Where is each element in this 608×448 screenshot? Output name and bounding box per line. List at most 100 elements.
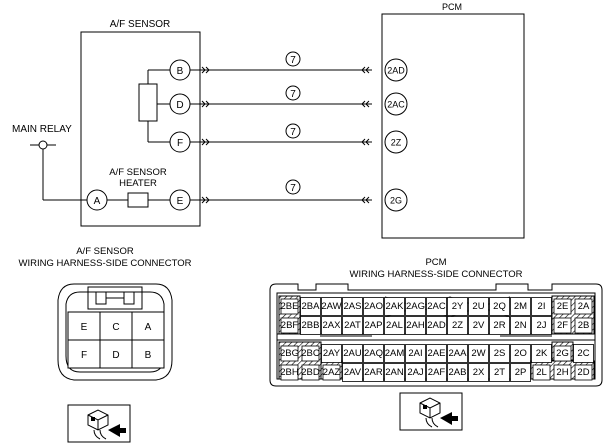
svg-text:7: 7 xyxy=(290,89,296,100)
svg-text:2AU: 2AU xyxy=(343,348,362,359)
pcm-connector-title-2: WIRING HARNESS-SIDE CONNECTOR xyxy=(350,269,523,280)
svg-text:2AX: 2AX xyxy=(323,320,342,331)
wire-e-2g: 7 xyxy=(190,179,372,204)
svg-text:2X: 2X xyxy=(473,367,485,378)
svg-text:2AY: 2AY xyxy=(323,348,341,359)
pcm-pin-2ay: 2AY xyxy=(321,344,342,363)
svg-text:7: 7 xyxy=(290,127,296,138)
af-pin-e: E xyxy=(67,311,101,341)
svg-text:2S: 2S xyxy=(494,348,506,359)
svg-text:F: F xyxy=(81,350,87,361)
pcm-terminal-2g: 2G xyxy=(384,188,408,212)
pcm-pin-2ak: 2AK xyxy=(384,297,405,316)
pcm-pin-2ai: 2AI xyxy=(405,344,426,363)
svg-text:F: F xyxy=(177,138,183,149)
svg-text:2G: 2G xyxy=(556,348,569,359)
pcm-pin-2ag: 2AG xyxy=(405,297,426,316)
sensor-terminal-d: D xyxy=(169,93,191,115)
svg-text:2BB: 2BB xyxy=(302,320,320,331)
af-pin-b: B xyxy=(131,339,165,369)
svg-text:2BD: 2BD xyxy=(301,367,320,378)
pcm-pin-2x: 2X xyxy=(468,363,489,382)
svg-text:2AO: 2AO xyxy=(364,301,383,312)
pcm-pin-2e: 2E xyxy=(553,298,572,315)
pcm-pin-2v: 2V xyxy=(468,316,489,335)
pcm-pin-2aq: 2AQ xyxy=(363,344,384,363)
svg-text:2A: 2A xyxy=(578,301,590,312)
pcm-pin-2n: 2N xyxy=(510,316,531,335)
pcm-pin-2an: 2AN xyxy=(384,363,405,382)
svg-text:B: B xyxy=(177,66,184,77)
af-sensor-box xyxy=(80,31,201,227)
pcm-pin-2ac: 2AC xyxy=(426,297,447,316)
pcm-pin-2au: 2AU xyxy=(342,344,363,363)
pcm-pin-2ar: 2AR xyxy=(363,363,384,382)
pcm-terminal-2ac: 2AC xyxy=(384,92,408,116)
svg-text:2AA: 2AA xyxy=(449,348,468,359)
pcm-pin-2ae: 2AE xyxy=(426,344,447,363)
pcm-pin-2w: 2W xyxy=(468,344,489,363)
af-connector-title-2: WIRING HARNESS-SIDE CONNECTOR xyxy=(19,258,192,269)
svg-text:2BH: 2BH xyxy=(280,367,299,378)
af-connector-title-1: A/F SENSOR xyxy=(76,246,134,257)
svg-text:2AE: 2AE xyxy=(428,348,446,359)
main-relay-label: MAIN RELAY xyxy=(12,124,72,135)
svg-text:2U: 2U xyxy=(472,301,484,312)
pcm-pin-2y: 2Y xyxy=(447,297,468,316)
svg-text:2N: 2N xyxy=(514,320,526,331)
svg-text:2AK: 2AK xyxy=(386,301,405,312)
pcm-pin-2ax: 2AX xyxy=(321,316,342,335)
pcm-pin-2p: 2P xyxy=(510,363,531,382)
pcm-pin-2j: 2J xyxy=(531,316,552,335)
pcm-pin-2k: 2K xyxy=(531,344,552,363)
connector-view-icon xyxy=(67,404,131,443)
svg-text:2BC: 2BC xyxy=(301,348,320,359)
svg-text:2J: 2J xyxy=(536,320,546,331)
svg-text:2BE: 2BE xyxy=(281,301,299,312)
svg-text:E: E xyxy=(177,196,184,207)
pcm-pin-2b: 2B xyxy=(574,317,593,334)
wire-d-2ac: 7 xyxy=(190,85,372,108)
svg-text:C: C xyxy=(112,322,119,333)
pcm-pin-2f: 2F xyxy=(553,317,572,334)
pcm-pin-2l: 2L xyxy=(532,364,551,381)
svg-text:2Q: 2Q xyxy=(493,301,506,312)
pcm-pin-2s: 2S xyxy=(489,344,510,363)
svg-text:2AI: 2AI xyxy=(408,348,422,359)
svg-text:2Z: 2Z xyxy=(452,320,463,331)
main-relay-node xyxy=(38,140,48,150)
pcm-terminal-2ad: 2AD xyxy=(384,58,408,82)
svg-text:2AW: 2AW xyxy=(321,301,341,312)
svg-text:2AP: 2AP xyxy=(365,320,383,331)
pcm-pin-2al: 2AL xyxy=(384,316,405,335)
pcm-pin-2be: 2BE xyxy=(281,298,299,315)
sensor-terminal-b: B xyxy=(169,59,191,81)
pcm-pin-2i: 2I xyxy=(531,297,552,316)
pcm-terminal-2z: 2Z xyxy=(384,130,408,154)
pcm-pin-2h: 2H xyxy=(553,364,572,381)
svg-text:2AN: 2AN xyxy=(385,367,404,378)
pcm-pin-2q: 2Q xyxy=(489,297,510,316)
pcm-pin-2bc: 2BC xyxy=(301,345,320,362)
svg-text:A: A xyxy=(94,196,101,207)
pcm-pin-2c: 2C xyxy=(573,344,594,363)
pcm-pin-2aj: 2AJ xyxy=(405,363,426,382)
svg-text:2H: 2H xyxy=(556,367,568,378)
af-pin-f: F xyxy=(67,339,101,369)
pcm-pin-2bh: 2BH xyxy=(280,364,299,381)
pcm-pin-2t: 2T xyxy=(489,363,510,382)
pcm-pin-2as: 2AS xyxy=(342,297,363,316)
pcm-pin-2bg: 2BG xyxy=(280,345,299,362)
svg-text:2AM: 2AM xyxy=(385,348,405,359)
svg-text:2W: 2W xyxy=(471,348,485,359)
svg-text:2E: 2E xyxy=(557,301,569,312)
sensor-terminal-a: A xyxy=(86,189,108,211)
svg-text:2AZ: 2AZ xyxy=(323,367,341,378)
pcm-connector-title-1: PCM xyxy=(425,257,446,268)
svg-text:2AT: 2AT xyxy=(344,320,361,331)
svg-text:2AC: 2AC xyxy=(387,100,405,110)
svg-text:2I: 2I xyxy=(538,301,546,312)
pcm-pin-2r: 2R xyxy=(489,316,510,335)
heater-label-2: HEATER xyxy=(119,178,157,189)
